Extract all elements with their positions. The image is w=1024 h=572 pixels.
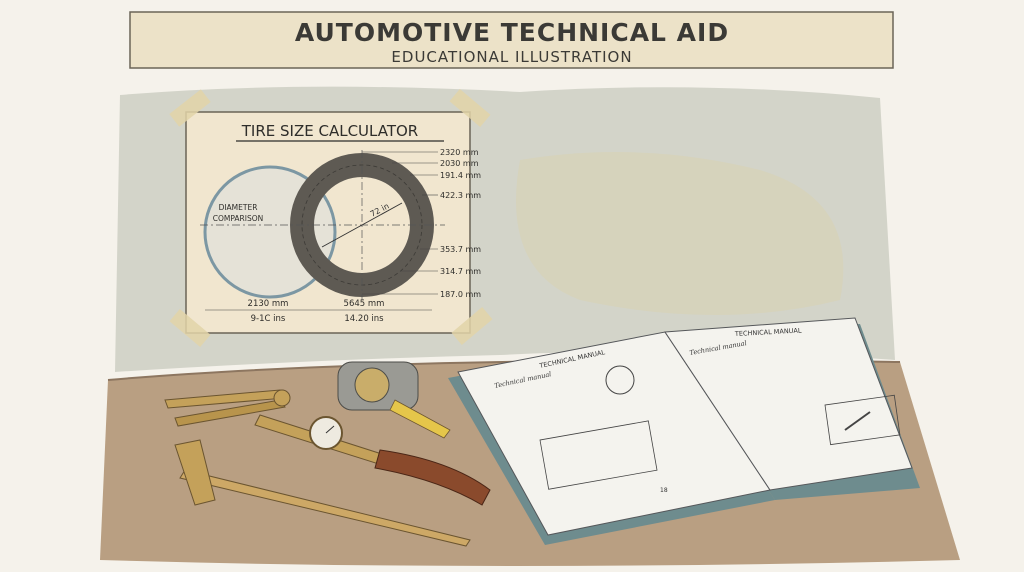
banner-title: AUTOMOTIVE TECHNICAL AID bbox=[295, 18, 729, 47]
bottom-right-in: 14.20 ins bbox=[344, 314, 384, 324]
tape-bottom-left bbox=[169, 309, 211, 347]
tape-bottom-right bbox=[451, 307, 493, 345]
tape-top-left bbox=[169, 89, 211, 127]
measurement-7: 187.0 mm bbox=[440, 290, 481, 299]
tire-sketch bbox=[605, 365, 635, 395]
left-page-number: 18 bbox=[660, 487, 668, 494]
measurement-5: 353.7 mm bbox=[440, 245, 481, 254]
banner bbox=[129, 11, 894, 69]
wrench-sketch bbox=[844, 411, 871, 431]
wall-stain bbox=[516, 152, 844, 315]
bottom-left-mm: 2130 mm bbox=[248, 299, 289, 309]
comparison-label-1: DIAMETER bbox=[219, 203, 258, 212]
right-page bbox=[664, 317, 913, 491]
measurement-6: 314.7 mm bbox=[440, 267, 481, 276]
diagram-box-right bbox=[824, 394, 901, 446]
measurement-4: 422.3 mm bbox=[440, 191, 481, 200]
poster-title: TIRE SIZE CALCULATOR bbox=[241, 122, 418, 140]
pliers bbox=[164, 389, 291, 427]
comparison-label-2: COMPARISON bbox=[213, 214, 263, 223]
banner-subtitle: EDUCATIONAL ILLUSTRATION bbox=[391, 48, 632, 66]
diagram-box-left bbox=[539, 420, 658, 490]
bottom-right-mm: 5645 mm bbox=[344, 299, 385, 309]
measurement-3: 191.4 mm bbox=[440, 171, 481, 180]
dial-caliper bbox=[174, 414, 491, 547]
right-page-header: TECHNICAL MANUAL bbox=[734, 326, 802, 338]
open-book: TECHNICAL MANUAL Technical manual TECHNI… bbox=[448, 317, 920, 545]
tape-measure bbox=[337, 361, 451, 439]
tape-top-right bbox=[449, 89, 491, 127]
radius-arrow bbox=[321, 202, 403, 248]
right-measurements: 2320 mm 2030 mm 191.4 mm 422.3 mm 353.7 … bbox=[362, 148, 481, 299]
measurement-1: 2320 mm bbox=[440, 148, 479, 157]
measurement-2: 2030 mm bbox=[440, 159, 479, 168]
bottom-left-in: 9-1C ins bbox=[251, 314, 286, 324]
